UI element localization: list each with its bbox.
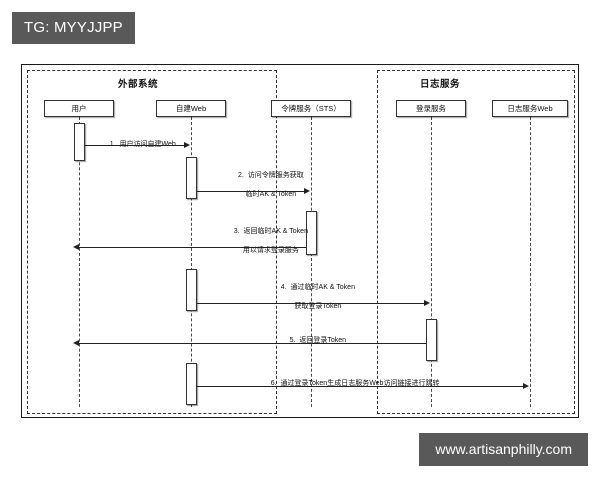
activation-login-service-1 [426,319,437,361]
message-1-label: 1. 用户访问自建Web [102,131,232,159]
message-1-arrowhead [184,141,190,148]
message-5-line1: 5. 返回登录Token [289,337,347,345]
message-5-label: 5. 返回登录Token [250,327,378,355]
message-2-label: 2. 访问令牌服务获取 临时AK & Token [206,162,328,209]
lifeline-head-login-service[interactable]: 登录服务 [396,100,466,117]
message-2-line [197,191,305,192]
message-6-arrowhead [523,382,529,389]
message-6-line [197,386,524,387]
message-3-arrowhead [73,243,79,250]
group-title-external-system: 外部系统 [118,79,159,90]
lifeline-label-log-service-web: 日志服务Web [507,104,553,113]
lifeline-line-login-service [431,117,432,407]
activation-token-service-1 [306,211,317,255]
message-4-line1: 4. 通过临时AK & Token [280,284,355,292]
message-2-line2: 临时AK & Token [245,191,297,199]
message-4-line2: 获取登录Token [294,303,342,311]
lifeline-label-login-service: 登录服务 [416,104,446,113]
message-3-line2: 用以请求登录服务 [242,247,299,255]
lifeline-label-token-service: 令牌服务（STS） [281,104,341,113]
group-box-external-system [27,70,277,414]
message-6-line1: 6. 通过登录Token生成日志服务Web访问链接进行跳转 [270,380,440,388]
group-box-log-service [377,70,575,414]
lifeline-line-selfbuilt-web [191,117,192,407]
group-title-log-service: 日志服务 [420,79,461,90]
message-1-line1: 1. 用户访问自建Web [109,141,176,149]
message-5-arrowhead [73,339,79,346]
watermark: www.artisanphilly.com [419,433,588,466]
lifeline-head-token-service[interactable]: 令牌服务（STS） [271,100,351,117]
lifeline-label-selfbuilt-web: 自建Web [175,104,207,113]
message-5-line [79,343,426,344]
message-1-line [85,145,185,146]
message-3-label: 3. 返回临时AK & Token 用以请求登录服务 [203,218,331,265]
activation-selfbuilt-web-3 [186,363,197,405]
message-2-line1: 2. 访问令牌服务获取 [238,172,304,180]
activation-selfbuilt-web-1 [186,157,197,199]
message-6-label: 6. 通过登录Token生成日志服务Web访问链接进行跳转 [263,370,553,398]
lifeline-line-user [79,117,80,407]
activation-user-1 [74,123,85,161]
message-3-line [79,247,306,248]
sequence-diagram: 外部系统 日志服务 用户 自建Web 令牌服务（STS） 登录服务 日志服务We… [21,64,579,418]
tg-badge: TG: MYYJJPP [12,12,135,44]
activation-selfbuilt-web-2 [186,269,197,311]
message-3-line1: 3. 返回临时AK & Token [233,228,308,236]
message-4-label: 4. 通过临时AK & Token 获取登录Token [250,274,378,321]
lifeline-line-log-service-web [530,117,531,407]
lifeline-label-user: 用户 [71,104,87,113]
lifeline-head-log-service-web[interactable]: 日志服务Web [492,100,568,117]
lifeline-head-selfbuilt-web[interactable]: 自建Web [156,100,226,117]
message-2-arrowhead [304,187,310,194]
lifeline-head-user[interactable]: 用户 [44,100,114,117]
message-4-line [197,303,425,304]
message-4-arrowhead [424,299,430,306]
lifeline-line-token-service [311,117,312,407]
